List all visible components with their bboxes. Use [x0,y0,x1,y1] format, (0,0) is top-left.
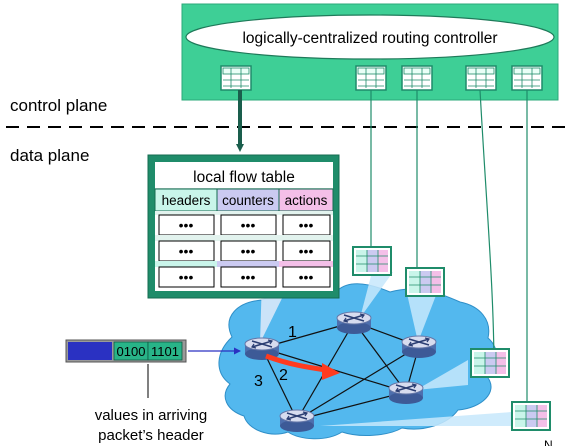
arriving-packet: 0100 1101 [65,339,187,363]
flow-table-cell: ••• [299,269,314,285]
flow-table-cell: ••• [241,217,256,233]
packet-caption: packet’s header [98,427,204,444]
flow-table-row: ••• ••• ••• [158,266,331,288]
router-flow-table-icon [352,246,392,276]
control-plane-label: control plane [10,96,107,115]
port-label: 3 [254,373,263,390]
controller-table-icon [401,65,433,91]
packet-payload [68,342,112,360]
controller-label: logically-centralized routing controller [242,30,497,47]
flow-table-cell: ••• [299,243,314,259]
controller-table-icon [511,65,543,91]
forwarding-arrow-head [322,363,340,380]
flow-table-cell: ••• [179,269,194,285]
router-icon [388,381,424,405]
cut-label: N [544,438,553,446]
table-projection [360,272,393,318]
flow-table-col-label: headers [162,193,211,208]
table-projection [405,285,440,342]
control-arrows [367,89,531,424]
flow-table-cell: ••• [299,217,314,233]
packet-bits: 1101 [151,344,179,359]
flow-table-col-label: actions [285,193,328,208]
controller-table-icon [355,65,387,91]
flow-table-row: ••• ••• ••• [158,214,331,236]
port-label: 1 [288,324,297,341]
table-projection [320,412,512,426]
data-plane-label: data plane [10,146,89,165]
packet-bits: 0100 [117,344,146,359]
router-flow-table-icon [511,401,551,431]
table-projection [416,360,468,390]
flow-table-cell: ••• [179,217,194,233]
router-icon [401,335,437,359]
network-cloud [218,283,498,440]
routing-controller: logically-centralized routing controller [181,3,559,101]
packet-caption: values in arriving [95,407,208,424]
flow-table-cell: ••• [241,269,256,285]
controller-table-icon [465,65,497,91]
flow-table-row: ••• ••• ••• [158,240,331,262]
local-flow-table: local flow table headers counters action… [147,154,340,299]
port-label: 2 [279,367,288,384]
packet-field [147,341,183,361]
controller-table-icon [220,65,252,91]
flow-table-col-label: counters [222,193,274,208]
router-flow-table-icon [405,267,445,297]
router-flow-table-icon [470,348,510,378]
router-icon [336,311,372,335]
flow-table-cell: ••• [179,243,194,259]
flow-table-cell: ••• [241,243,256,259]
flow-table-title: local flow table [193,169,295,186]
controller-ellipse [185,14,555,60]
router-icon [279,409,315,433]
